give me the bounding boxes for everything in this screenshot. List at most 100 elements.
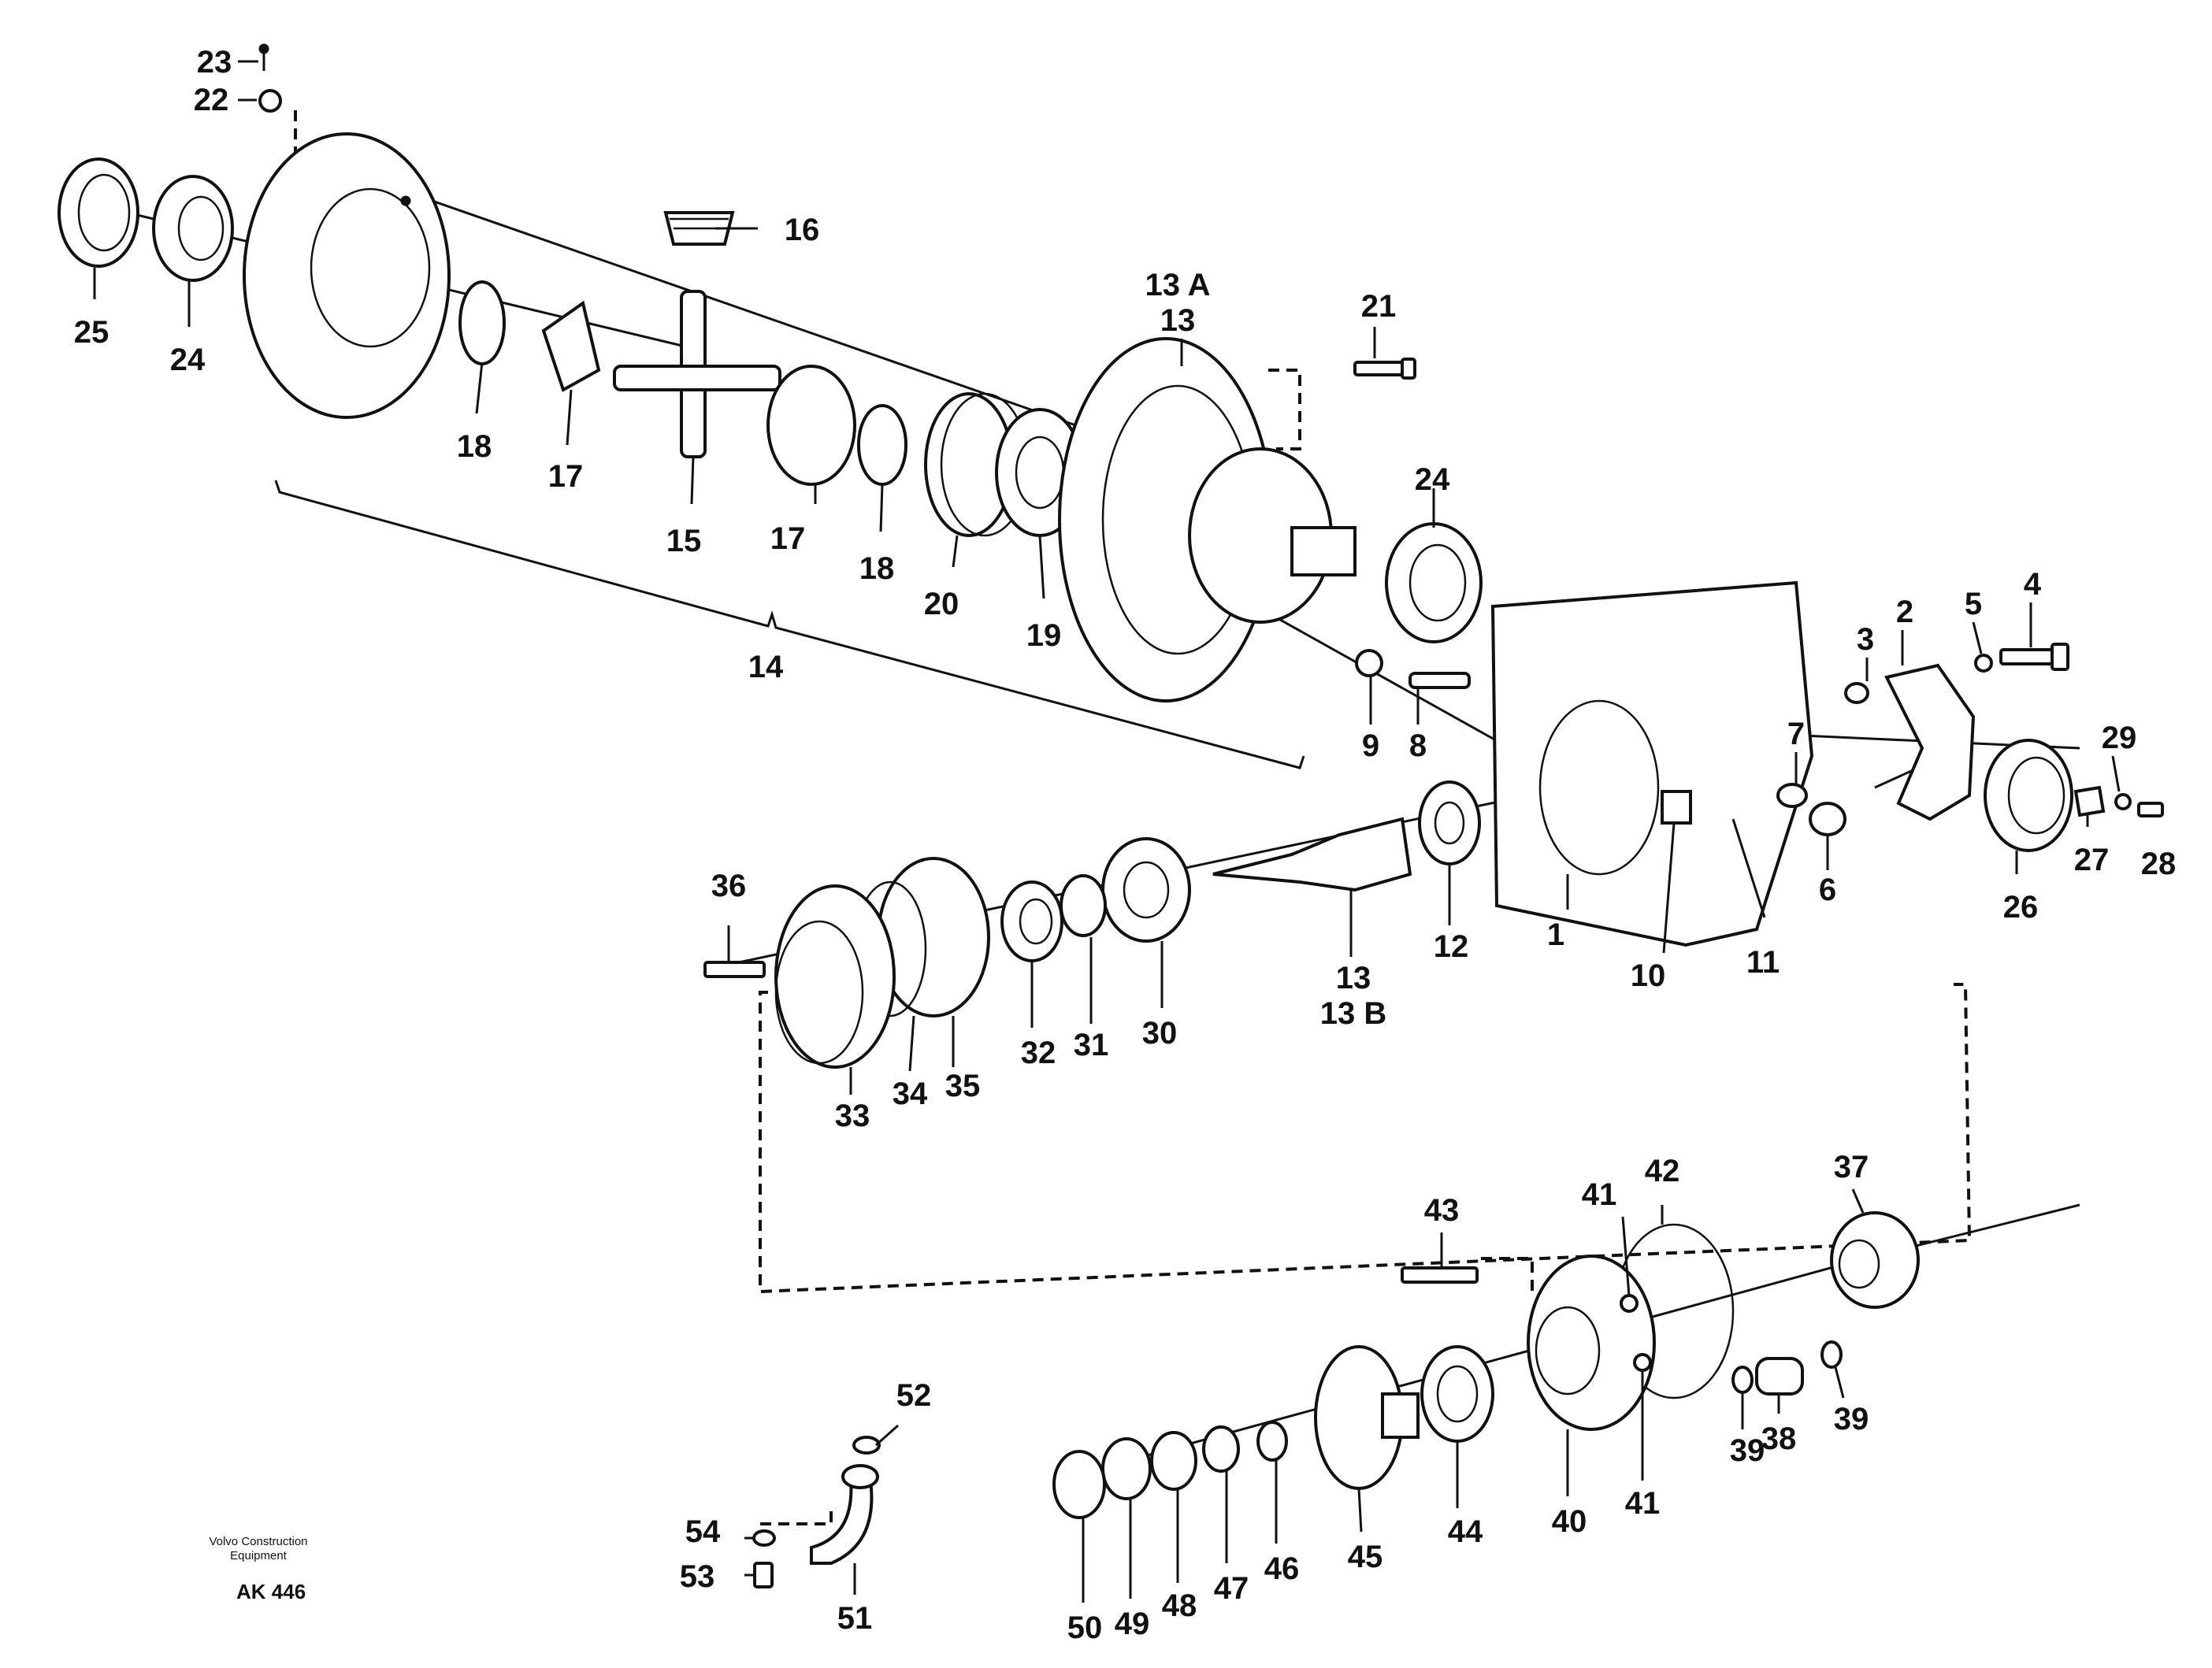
part-37-bearing <box>1830 1211 1920 1309</box>
part-differential-housing <box>243 132 451 419</box>
callout-24-left: 24 <box>170 343 206 377</box>
part-4-bolt <box>1999 643 2069 671</box>
callout-32: 32 <box>1021 1036 1056 1070</box>
part-30-bearing <box>1101 837 1191 943</box>
callout-12: 12 <box>1434 929 1469 964</box>
part-49-lock <box>1101 1437 1152 1500</box>
part-39-washer-a <box>1731 1366 1754 1394</box>
callout-39-left: 39 <box>1730 1433 1765 1468</box>
callout-50: 50 <box>1067 1611 1103 1645</box>
part-52-seal <box>852 1436 881 1455</box>
part-22-nut <box>258 89 282 113</box>
footer: Volvo Construction Equipment AK 446 <box>209 1535 307 1603</box>
part-24-bearing-left <box>152 175 234 282</box>
callout-28: 28 <box>2141 847 2177 881</box>
callout-8: 8 <box>1409 728 1427 763</box>
callout-42: 42 <box>1645 1154 1680 1188</box>
callout-16: 16 <box>785 213 820 247</box>
callout-54: 54 <box>685 1514 721 1549</box>
part-23-pin <box>258 43 269 71</box>
part-44-seal <box>1420 1345 1494 1443</box>
callout-37: 37 <box>1834 1150 1869 1184</box>
callout-25: 25 <box>74 315 109 350</box>
callout-11: 11 <box>1746 945 1780 980</box>
callout-10: 10 <box>1631 958 1666 993</box>
part-18-thrust-washer-a <box>458 280 506 365</box>
callout-24-right: 24 <box>1415 462 1450 497</box>
part-29-washer <box>2114 793 2132 810</box>
callout-14: 14 <box>748 650 784 684</box>
callout-15: 15 <box>666 524 702 558</box>
part-13-crown-wheel <box>1058 337 1357 702</box>
callout-21: 21 <box>1361 289 1397 324</box>
brand-line-2: Equipment <box>230 1549 288 1562</box>
part-45-flange <box>1314 1345 1420 1490</box>
part-46-washer <box>1256 1421 1288 1462</box>
callout-22: 22 <box>194 83 229 117</box>
callout-43: 43 <box>1424 1193 1460 1228</box>
callout-36: 36 <box>711 869 747 903</box>
part-39-washer-b <box>1820 1340 1843 1369</box>
callout-7: 7 <box>1787 717 1805 751</box>
part-54-washer <box>752 1529 776 1547</box>
callout-1: 1 <box>1547 917 1564 952</box>
part-13-drive-pinion <box>1212 817 1412 892</box>
part-17-side-gear-b <box>766 365 856 486</box>
callout-17-right: 17 <box>770 521 806 556</box>
part-27-lock <box>2073 785 2106 817</box>
callout-46: 46 <box>1264 1551 1300 1586</box>
callout-41-lower: 41 <box>1625 1486 1661 1521</box>
part-33-cover <box>774 884 896 1069</box>
part-3-pin <box>1844 682 1869 704</box>
callout-49: 49 <box>1115 1607 1150 1641</box>
drawing-code: AK 446 <box>236 1580 306 1603</box>
part-1-carrier-housing <box>1490 580 1814 947</box>
part-17-side-gear-a <box>541 300 601 392</box>
part-41-fitting-upper <box>1620 1294 1639 1313</box>
callout-17-left: 17 <box>548 459 584 494</box>
part-32-bearing <box>1000 880 1063 962</box>
part-53-bolt <box>753 1562 774 1588</box>
part-26-adjusting-ring <box>1984 739 2073 852</box>
leader-lines <box>93 60 2121 1603</box>
callout-51: 51 <box>837 1601 873 1636</box>
callout-13a: 13 A <box>1145 268 1210 302</box>
callout-20: 20 <box>924 587 959 621</box>
part-36-bolt <box>703 961 766 978</box>
part-43-bolt <box>1401 1266 1479 1284</box>
part-5-washer <box>1974 654 1993 673</box>
part-41-fitting-lower <box>1633 1353 1652 1372</box>
callout-31: 31 <box>1074 1028 1109 1062</box>
part-9-nut <box>1355 649 1383 677</box>
callout-labels: 1 2 3 4 5 6 7 8 9 10 11 12 13 A 13 13 13… <box>74 45 2177 1645</box>
callout-40: 40 <box>1552 1504 1587 1539</box>
callout-38: 38 <box>1761 1422 1797 1456</box>
callout-48: 48 <box>1162 1588 1197 1623</box>
callout-18-right: 18 <box>859 551 895 586</box>
part-28-bolt <box>2137 802 2164 817</box>
callout-13-pinion: 13 <box>1336 961 1371 995</box>
part-18-thrust-washer-b <box>857 404 907 486</box>
part-8-stud <box>1408 672 1471 689</box>
callout-45: 45 <box>1348 1540 1383 1574</box>
part-51-elbow-pipe <box>810 1464 879 1565</box>
callout-13-crown: 13 <box>1160 303 1196 338</box>
callout-6: 6 <box>1819 873 1836 907</box>
callout-53: 53 <box>680 1559 715 1594</box>
parts <box>58 43 2164 1588</box>
part-7-washer <box>1776 783 1808 808</box>
callout-33: 33 <box>835 1099 870 1133</box>
callout-4: 4 <box>2024 567 2042 602</box>
callout-5: 5 <box>1965 587 1982 621</box>
part-15-spider <box>613 290 781 458</box>
callout-30: 30 <box>1142 1016 1178 1051</box>
callout-19: 19 <box>1026 618 1062 653</box>
callout-18-left: 18 <box>457 429 492 464</box>
part-24-bearing-right <box>1385 522 1483 643</box>
callout-3: 3 <box>1857 622 1874 657</box>
callout-34: 34 <box>893 1077 928 1111</box>
part-21-bolt <box>1353 358 1416 380</box>
callout-2: 2 <box>1896 595 1913 629</box>
part-6-plug <box>1809 802 1846 836</box>
